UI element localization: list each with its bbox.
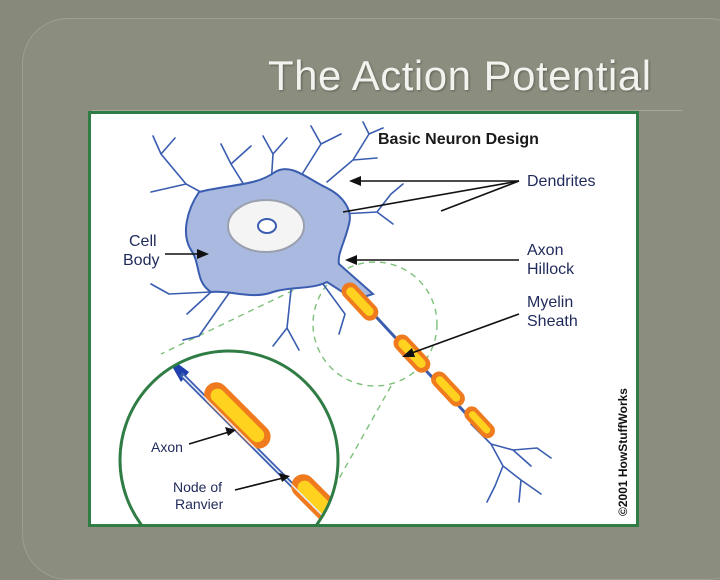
zoom-region-circle: [312, 261, 438, 387]
magnified-view: [118, 349, 340, 524]
leader-lines: [165, 176, 520, 491]
label-axon-hillock-2: Hillock: [527, 261, 575, 278]
label-ranvier: Ranvier: [175, 496, 224, 512]
zoom-guides: [160, 261, 438, 501]
label-sheath: Sheath: [527, 313, 578, 330]
myelin-sheath: [341, 282, 495, 439]
copyright-text: ©2001 HowStuffWorks: [616, 388, 630, 516]
title-divider: [92, 110, 682, 111]
label-dendrites: Dendrites: [527, 173, 595, 190]
dendrites: [150, 121, 552, 503]
neuron-diagram: Basic Neuron Design Dendrites Cell Body …: [88, 111, 639, 527]
label-myelin: Myelin: [527, 294, 573, 311]
label-axon: Axon: [151, 439, 183, 455]
neuron-diagram-svg: Basic Neuron Design Dendrites Cell Body …: [118, 121, 630, 524]
diagram-heading: Basic Neuron Design: [378, 131, 539, 148]
slide-title: The Action Potential: [268, 52, 652, 99]
zoom-guide-top: [160, 275, 324, 355]
label-body: Body: [123, 252, 159, 269]
label-node-of: Node of: [173, 479, 222, 495]
nucleolus: [257, 218, 277, 234]
label-cell: Cell: [129, 233, 157, 250]
label-axon-hillock-1: Axon: [527, 242, 563, 259]
